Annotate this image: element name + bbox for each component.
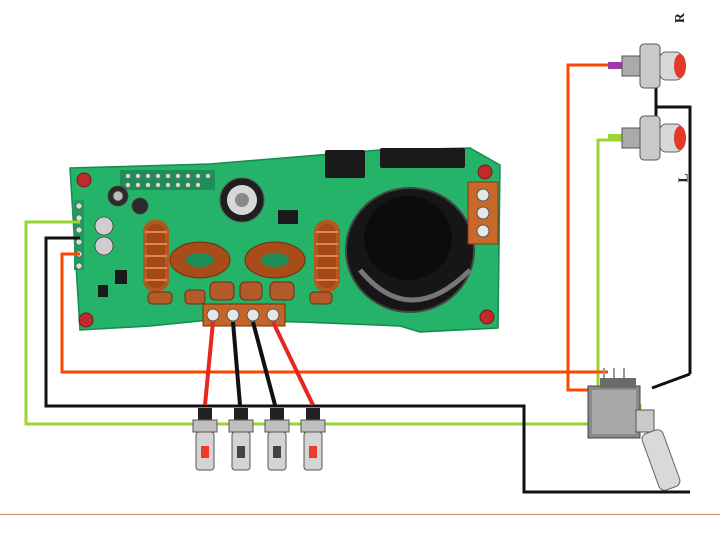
amplifier-board-icon [69, 147, 501, 333]
rca-jack-left-icon [608, 115, 686, 161]
main-capacitor [345, 187, 475, 313]
mounting-holes [76, 164, 495, 328]
header-pins [120, 170, 215, 190]
banana-jack-icon [192, 408, 326, 471]
input-pins [74, 200, 84, 270]
toroid-coils [169, 241, 306, 279]
rca-jack-right-icon [608, 43, 686, 89]
small-capacitors [94, 185, 149, 256]
speaker-leads [203, 321, 315, 406]
power-terminal-block [467, 181, 499, 245]
filter-capacitor [219, 177, 265, 223]
footer-divider [0, 514, 720, 515]
output-inductors [143, 220, 340, 292]
right-channel-label: R [673, 12, 689, 24]
left-channel-label: L [676, 173, 692, 183]
wire-black-pot [651, 372, 691, 390]
film-capacitors [147, 281, 333, 305]
speaker-output-terminal [202, 303, 286, 327]
ic-chips [98, 148, 465, 297]
potentiometer-icon [587, 368, 681, 491]
